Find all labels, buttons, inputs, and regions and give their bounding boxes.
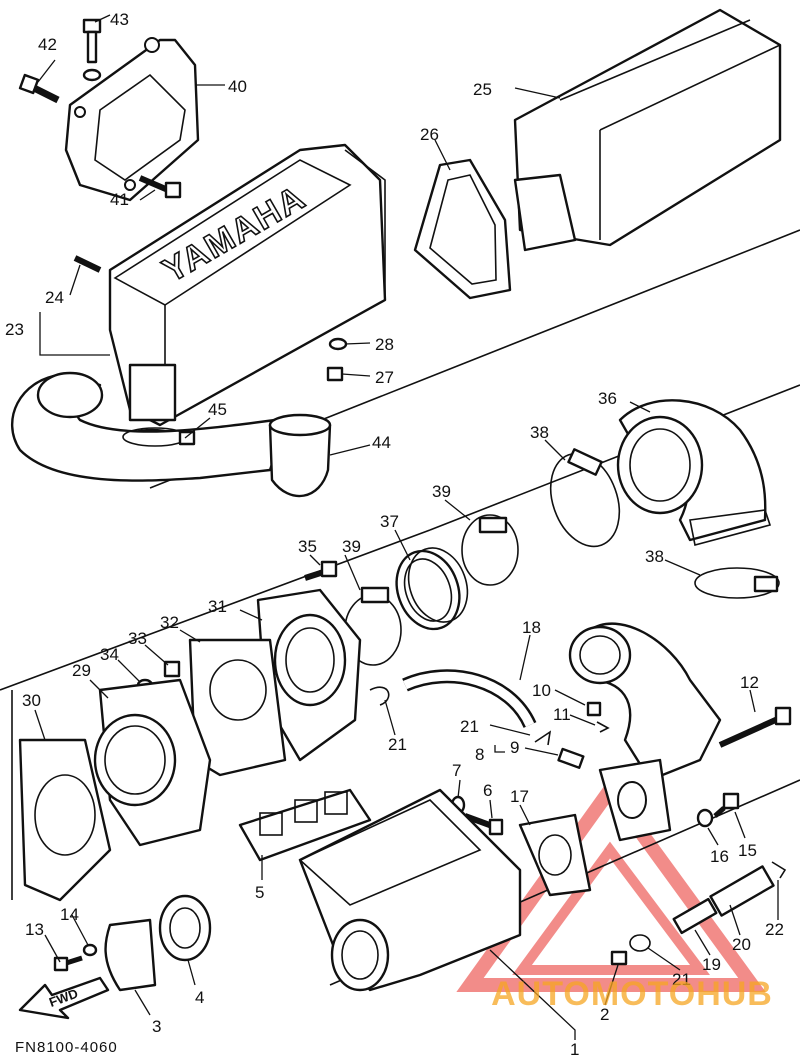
fitting-10	[586, 701, 602, 717]
callout-42: 42	[38, 35, 57, 54]
callout-31: 31	[208, 597, 227, 616]
bracket-40	[64, 37, 200, 202]
gasket-30	[18, 738, 112, 902]
callout-41: 41	[110, 190, 129, 209]
callout-16: 16	[710, 847, 729, 866]
gasket-5	[238, 788, 372, 862]
gasket-17	[518, 813, 592, 897]
callout-8: 8	[475, 745, 484, 764]
callout-21b: 21	[460, 717, 479, 736]
callout-38a: 38	[530, 423, 549, 442]
callout-21c: 21	[672, 970, 691, 989]
callout-10: 10	[532, 681, 551, 700]
washer-28	[328, 337, 348, 351]
bolt-9	[557, 747, 585, 769]
clip-11	[596, 721, 610, 733]
gasket-4	[158, 894, 212, 962]
pipe-44	[10, 371, 332, 498]
gasket-26	[413, 158, 512, 300]
callout-37: 37	[380, 512, 399, 531]
callout-28: 28	[375, 335, 394, 354]
bolt-41	[138, 175, 182, 199]
bolt-43	[82, 18, 102, 82]
callout-18: 18	[522, 618, 541, 637]
washer-14	[82, 943, 98, 957]
callout-22: 22	[765, 920, 784, 939]
washer-16	[696, 808, 714, 828]
bolt-2	[610, 950, 628, 966]
callout-34: 34	[100, 645, 119, 664]
callout-44: 44	[372, 433, 391, 452]
callout-45: 45	[208, 400, 227, 419]
callout-1: 1	[570, 1040, 579, 1059]
callout-30: 30	[22, 691, 41, 710]
cover-3	[104, 918, 157, 992]
bolt-12	[718, 706, 792, 748]
cover-25	[513, 8, 782, 252]
callout-9: 9	[510, 738, 519, 757]
callout-43: 43	[110, 10, 129, 29]
callout-19: 19	[702, 955, 721, 974]
bolt-6	[463, 813, 504, 836]
diagram-code: FN8100-4060	[15, 1039, 118, 1056]
elbow-lower	[568, 622, 722, 842]
callout-39b: 39	[432, 482, 451, 501]
callout-39a: 39	[342, 537, 361, 556]
outlet-29	[93, 678, 212, 847]
callout-2: 2	[600, 1005, 609, 1024]
clip-21c	[629, 934, 651, 952]
bolt-15	[713, 792, 740, 818]
clamp-38a	[549, 448, 621, 548]
clip-21a	[369, 686, 390, 706]
callout-numbers: 43 42 40 41 25 26 24 23 28 27 45 44 36 3…	[5, 10, 784, 1059]
callout-29: 29	[72, 661, 91, 680]
callout-40: 40	[228, 77, 247, 96]
callout-35: 35	[298, 537, 317, 556]
clamp-38b	[694, 567, 780, 599]
callout-13: 13	[25, 920, 44, 939]
callout-11: 11	[553, 705, 571, 724]
callout-23: 23	[5, 320, 24, 339]
callout-3: 3	[152, 1017, 161, 1036]
callout-20: 20	[732, 935, 751, 954]
callout-33: 33	[128, 629, 147, 648]
callout-25: 25	[473, 80, 492, 99]
callout-27: 27	[375, 368, 394, 387]
callout-26: 26	[420, 125, 439, 144]
callout-12: 12	[740, 673, 759, 692]
fitting-20	[709, 865, 775, 917]
callout-21a: 21	[388, 735, 407, 754]
elbow-36	[616, 399, 772, 546]
callout-7: 7	[452, 761, 461, 780]
callout-38b: 38	[645, 547, 664, 566]
callout-4: 4	[195, 988, 204, 1007]
callout-17: 17	[510, 787, 529, 806]
bolt-27	[326, 366, 344, 382]
bolt-33	[163, 660, 181, 678]
clip-21b	[534, 730, 552, 746]
silencer-23: YAMAHA	[108, 143, 387, 452]
callout-5: 5	[255, 883, 264, 902]
fitting-19	[672, 897, 718, 935]
callout-14: 14	[60, 905, 79, 924]
manifold-1	[298, 788, 522, 992]
callout-6: 6	[483, 781, 492, 800]
clip-22	[771, 861, 787, 879]
callout-32: 32	[160, 613, 179, 632]
bolt-24	[73, 255, 102, 273]
fwd-arrow: FWD	[18, 976, 110, 1020]
callout-15: 15	[738, 841, 757, 860]
bolt-42	[18, 73, 60, 104]
callout-24: 24	[45, 288, 64, 307]
callout-36: 36	[598, 389, 617, 408]
bolt-13	[53, 955, 83, 972]
hose-18	[402, 669, 537, 729]
watermark-text: AUTOMOTOHUB	[491, 975, 773, 1013]
bellows-37	[395, 547, 469, 631]
bolt-35	[304, 560, 338, 581]
clamp-39b	[461, 514, 519, 586]
leader-lines	[34, 14, 779, 1040]
